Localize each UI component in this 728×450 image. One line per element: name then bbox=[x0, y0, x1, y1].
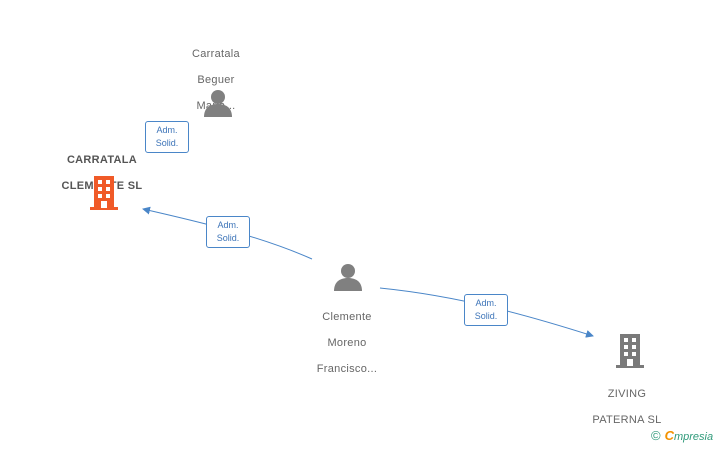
copyright-symbol: © bbox=[651, 428, 661, 443]
person-icon[interactable] bbox=[333, 262, 363, 292]
person-icon[interactable] bbox=[203, 88, 233, 118]
brand-logo-text: mpresia bbox=[673, 431, 714, 443]
brand-logo-initial: C bbox=[664, 428, 674, 443]
company-ziving-name[interactable]: ZIVING PATERNA SL bbox=[592, 388, 662, 426]
building-icon[interactable] bbox=[88, 176, 120, 210]
brand-footer: ©Cmpresia bbox=[651, 428, 713, 443]
person-center-name[interactable]: Clemente Moreno Francisco... bbox=[316, 311, 378, 375]
relation-badge-center-main[interactable]: Adm. Solid. bbox=[206, 216, 250, 248]
relation-badge-center-ziving[interactable]: Adm. Solid. bbox=[464, 294, 508, 326]
building-icon[interactable] bbox=[614, 334, 646, 368]
relation-badge-top[interactable]: Adm. Solid. bbox=[145, 121, 189, 153]
